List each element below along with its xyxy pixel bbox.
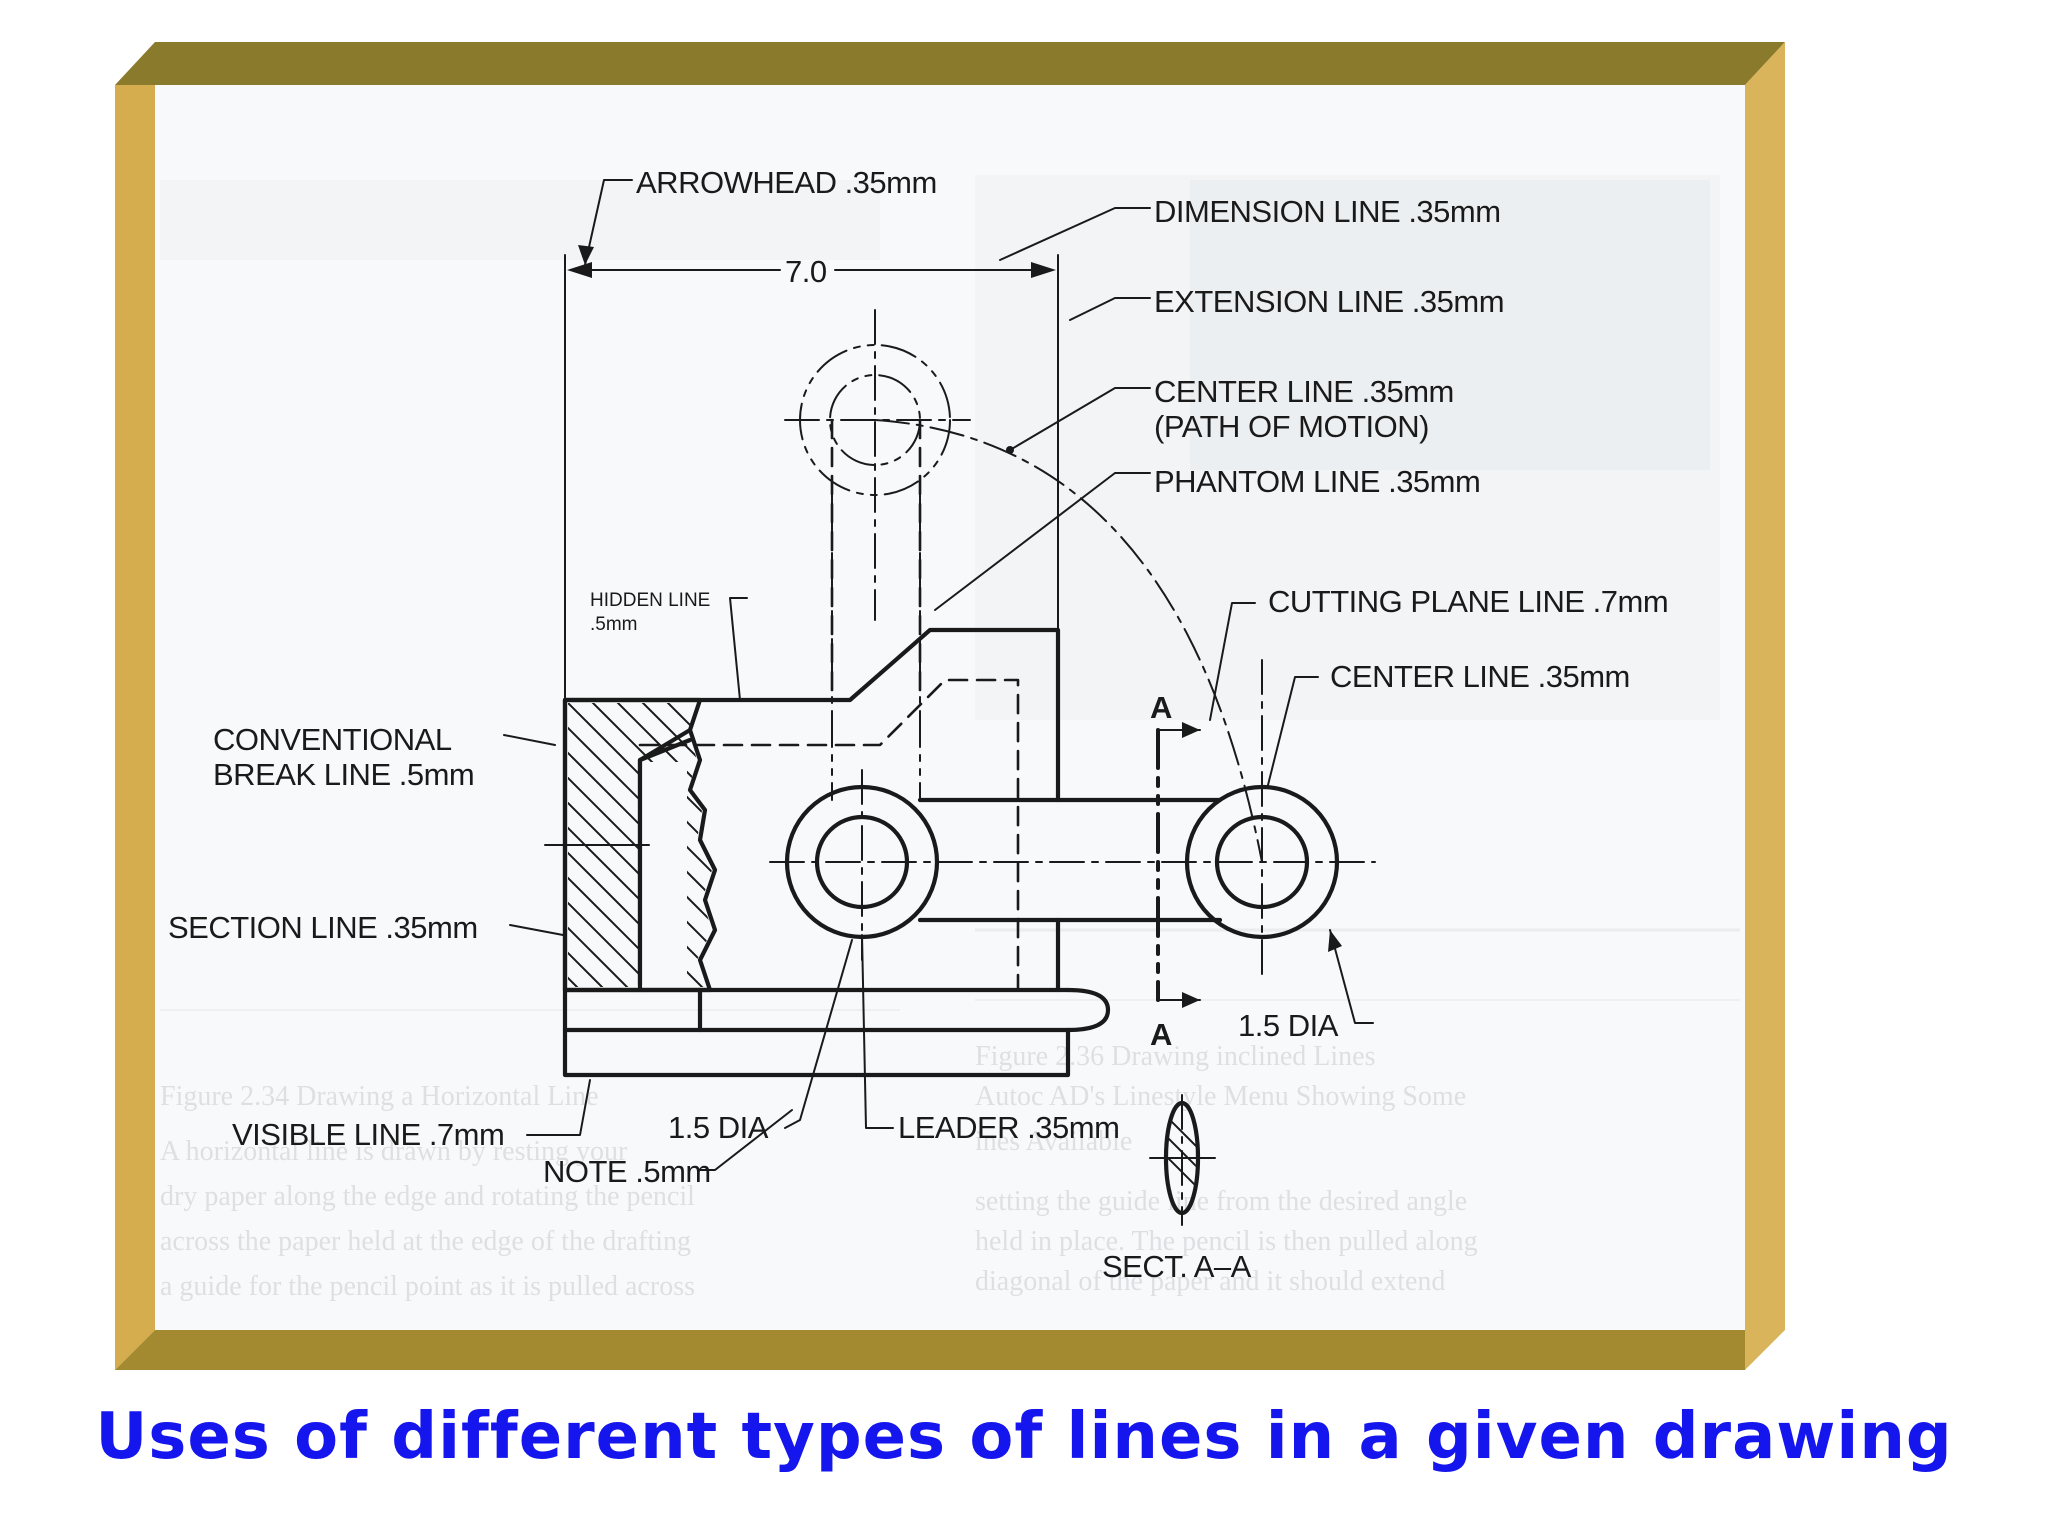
label-dia-right: 1.5 DIA [1238, 1008, 1339, 1043]
label-break-line: CONVENTIONAL [213, 722, 452, 757]
label-center-line: CENTER LINE .35mm [1330, 659, 1630, 694]
label-note: NOTE .5mm [543, 1154, 711, 1189]
frame-right-bevel [1745, 42, 1785, 1370]
svg-text:held in place. The pencil is t: held in place. The pencil is then pulled… [975, 1226, 1478, 1257]
label-dimension-value: 7.0 [785, 254, 827, 289]
section-view-aa [1149, 1094, 1216, 1226]
label-dia-left: 1.5 DIA [668, 1110, 769, 1145]
dia-right-arrow [1328, 930, 1342, 952]
svg-text:Figure 2.36 Drawing inclined: Figure 2.36 Drawing inclined Lines [975, 1041, 1375, 1072]
label-visible-line: VISIBLE LINE .7mm [232, 1117, 504, 1152]
ghost-page-texture: Figure 2.36 Drawing inclined Lines Autoc… [160, 175, 1740, 1302]
label-dimension-line: DIMENSION LINE .35mm [1154, 194, 1501, 229]
frame-left-bevel [115, 85, 155, 1370]
dimension-system [564, 254, 1059, 701]
label-hidden-line-weight: .5mm [590, 614, 638, 635]
dimension-arrow-left [567, 262, 592, 278]
svg-text:a guide for the pencil point a: a guide for the pencil point as it is pu… [160, 1271, 695, 1302]
svg-text:A horizontal line is drawn by: A horizontal line is drawn by resting yo… [160, 1136, 628, 1167]
center-lines [544, 309, 1376, 981]
label-section-letter-top: A [1150, 690, 1172, 725]
svg-text:dry paper along the edge and r: dry paper along the edge and rotating th… [160, 1181, 695, 1212]
label-section-view: SECT. A–A [1102, 1249, 1252, 1284]
svg-text:Autoc AD's Linestyle Menu Show: Autoc AD's Linestyle Menu Showing Some [975, 1081, 1466, 1112]
label-hidden-line: HIDDEN LINE [590, 590, 710, 611]
label-phantom-line: PHANTOM LINE .35mm [1154, 464, 1480, 499]
frame-top-bevel [115, 42, 1785, 85]
svg-text:setting the guide line from th: setting the guide line from the desired … [975, 1186, 1467, 1217]
svg-text:Figure 2.34 Drawing a Horizon: Figure 2.34 Drawing a Horizontal Line [160, 1081, 599, 1112]
label-leader: LEADER .35mm [898, 1110, 1119, 1145]
arrowhead-leader-tip [578, 245, 594, 265]
center-line-leader-dot [1006, 446, 1014, 454]
svg-text:across the paper held at the e: across the paper held at the edge of the… [160, 1226, 691, 1257]
leader-lines [503, 179, 1374, 1171]
label-extension-line: EXTENSION LINE .35mm [1154, 284, 1504, 319]
phantom-links [831, 494, 921, 801]
label-cutting-plane-line: CUTTING PLANE LINE .7mm [1268, 584, 1668, 619]
dimension-arrow-right [1031, 262, 1056, 278]
svg-text:diagonal of the paper and it s: diagonal of the paper and it should exte… [975, 1266, 1445, 1297]
label-arrowhead: ARROWHEAD .35mm [636, 165, 937, 200]
label-path-of-motion: (PATH OF MOTION) [1154, 409, 1429, 444]
label-section-letter-bottom: A [1150, 1017, 1172, 1052]
svg-text:ines Available: ines Available [975, 1126, 1132, 1157]
cutting-plane-line [1156, 722, 1201, 1008]
frame-bottom-bevel [115, 1330, 1745, 1370]
label-break-line-weight: BREAK LINE .5mm [213, 757, 474, 792]
slide-caption: Uses of different types of lines in a gi… [95, 1400, 1953, 1474]
label-section-line: SECTION LINE .35mm [168, 910, 478, 945]
label-center-line-motion: CENTER LINE .35mm [1154, 374, 1454, 409]
